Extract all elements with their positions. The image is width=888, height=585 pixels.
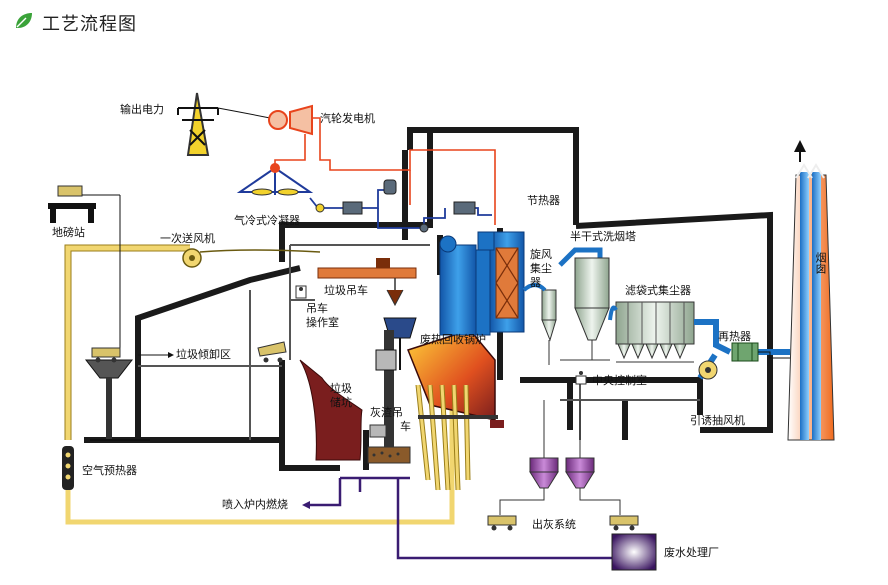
label-air-preheater: 空气预热器 <box>82 463 137 477</box>
ash-truck-icon <box>487 515 639 531</box>
ash-crane-unit <box>367 424 411 464</box>
label-air-condenser: 气冷式冷凝器 <box>234 213 300 227</box>
weighbridge-icon <box>48 185 96 223</box>
garbage-pit <box>299 359 363 461</box>
label-wastewater: 废水处理厂 <box>664 545 719 559</box>
air-duct-outline <box>64 244 190 440</box>
air-duct <box>65 245 455 525</box>
truck-icon <box>91 347 121 363</box>
wastewater-plant <box>611 533 657 571</box>
label-tipping-area: 垃圾倾卸区 <box>176 347 231 361</box>
label-inject-furnace: 喷入炉内燃烧 <box>222 497 288 511</box>
ash-hoppers <box>499 400 621 515</box>
feed-hopper <box>375 317 417 450</box>
label-crane-room-1: 吊车 <box>306 301 328 315</box>
induced-fan-unit <box>698 360 718 380</box>
label-id-fan: 引诱抽风机 <box>690 413 745 427</box>
waste-heat-boiler <box>439 231 525 336</box>
label-ash-system: 出灰系统 <box>532 517 576 531</box>
label-ash-crane-1: 灰渣吊 <box>370 405 403 419</box>
label-primary-fan: 一次送风机 <box>160 231 215 245</box>
label-cyclone-2: 集尘 <box>530 261 552 275</box>
reheater-unit <box>731 342 759 362</box>
label-bag-filter: 滤袋式集尘器 <box>625 283 691 297</box>
label-pit-1: 垃圾 <box>330 381 352 395</box>
label-pit-2: 储坑 <box>330 395 352 409</box>
pumps <box>315 179 476 233</box>
label-cyclone-1: 旋风 <box>530 247 552 261</box>
control-room-icon <box>575 371 587 385</box>
label-power-output: 输出电力 <box>120 102 164 116</box>
page-header: 工艺流程图 <box>14 8 137 38</box>
page-title: 工艺流程图 <box>42 14 137 35</box>
label-garbage-crane: 垃圾吊车 <box>324 283 368 297</box>
air-cooled-condenser <box>236 163 314 196</box>
air-preheater-unit <box>62 446 74 490</box>
label-economizer: 节热器 <box>527 194 560 207</box>
label-semi-dry-scrubber: 半干式洗烟塔 <box>570 229 636 243</box>
label-central-control: 中央控制室 <box>592 373 647 387</box>
turbine-generator <box>268 104 313 136</box>
leaf-icon <box>14 11 34 35</box>
crane-room-unit <box>295 285 307 299</box>
furnace <box>407 329 504 491</box>
tipping-hopper <box>84 359 150 441</box>
label-waste-boiler: 废热回收锅炉 <box>420 332 486 346</box>
label-steam-turbine: 汽轮发电机 <box>320 111 375 125</box>
cyclone-collector <box>522 283 557 365</box>
tipping-truck-icon <box>257 341 287 363</box>
inject-arrow <box>302 501 310 509</box>
semi-dry-scrubber <box>558 247 610 361</box>
garbage-crane-unit <box>317 258 417 307</box>
label-ash-crane-2: 车 <box>400 419 411 433</box>
transmission-tower <box>177 92 219 156</box>
label-weighbridge: 地磅站 <box>52 225 85 239</box>
wastewater-lines <box>310 476 612 560</box>
label-reheater: 再热器 <box>718 330 751 343</box>
chimney <box>787 140 835 441</box>
primary-fan-unit <box>82 194 321 350</box>
bag-filter <box>608 301 695 363</box>
label-cyclone-3: 器 <box>530 276 541 289</box>
label-crane-room-2: 操作室 <box>306 315 339 329</box>
